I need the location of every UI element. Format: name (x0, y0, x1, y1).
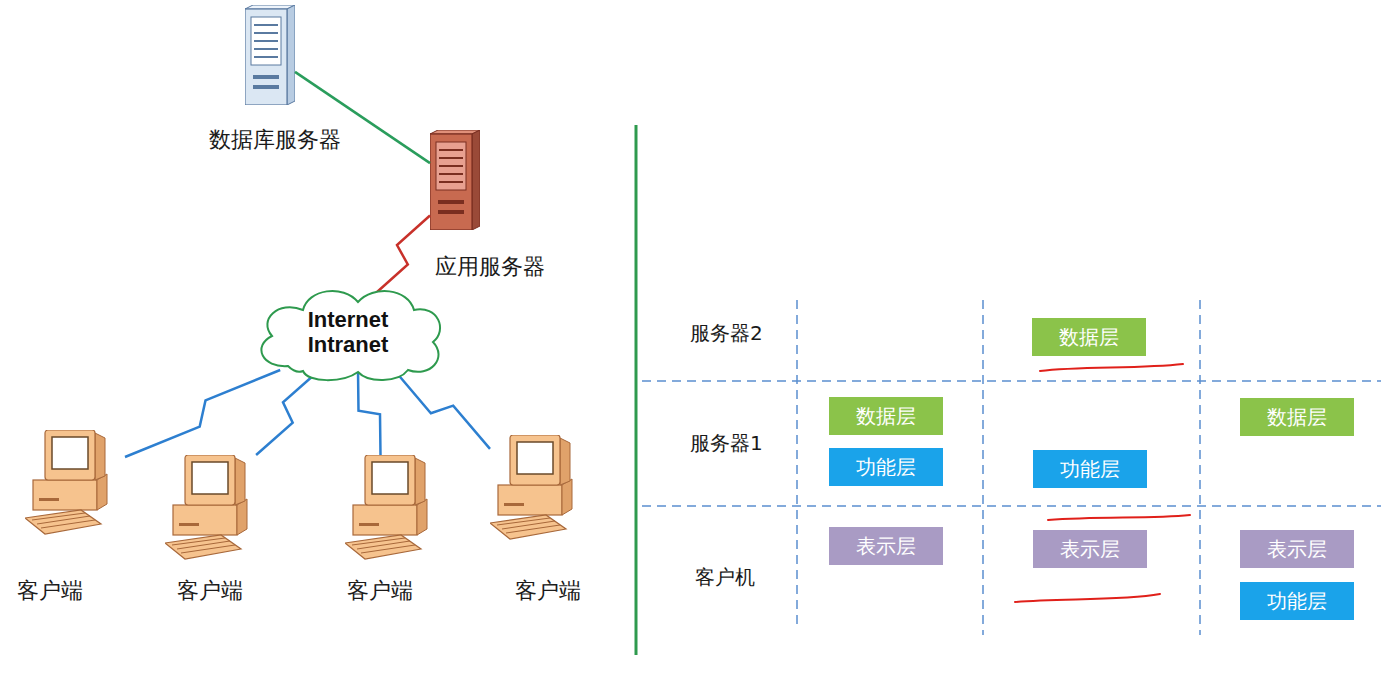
row-label: 客户机 (695, 564, 755, 591)
network-link (125, 370, 280, 457)
layer-box: 数据层 (1240, 398, 1354, 436)
node-text: Internet Intranet (293, 307, 403, 358)
node-text: 表示层 (1267, 536, 1327, 563)
icon-area (490, 435, 590, 545)
network-link (375, 216, 430, 295)
layer-box: 表示层 (829, 527, 943, 565)
layer-box: 数据层 (829, 397, 943, 435)
node-text: 功能层 (856, 454, 916, 481)
layer-box: 功能层 (829, 448, 943, 486)
node-text: 功能层 (1267, 588, 1327, 615)
node-text: 数据库服务器 (209, 127, 341, 153)
network-link (394, 370, 490, 449)
row-label: 服务器2 (690, 320, 763, 347)
layer-box: 功能层 (1033, 450, 1147, 488)
network-link (256, 370, 320, 455)
layer-box: 功能层 (1240, 582, 1354, 620)
icon-area (165, 455, 265, 565)
layer-box: 表示层 (1240, 530, 1354, 568)
network-link (358, 370, 381, 455)
node-text: 客户端 (347, 578, 413, 604)
node-text: 客户端 (177, 578, 243, 604)
node-text: 客户端 (515, 578, 581, 604)
node-text: 功能层 (1060, 456, 1120, 483)
client-pc: 客户端 (315, 450, 445, 604)
node-text: 应用服务器 (435, 254, 545, 280)
node-text: 表示层 (1060, 536, 1120, 563)
icon-area (25, 430, 125, 540)
client-pc: 客户端 (483, 430, 613, 604)
node-text: 数据层 (1267, 404, 1327, 431)
icon-area (245, 5, 295, 105)
application-server: 应用服务器 (415, 128, 565, 280)
client-pc: 客户端 (0, 428, 100, 604)
row-label: 服务器1 (690, 430, 763, 457)
layer-box: 数据层 (1032, 318, 1146, 356)
node-text: 数据层 (856, 403, 916, 430)
node-text: 表示层 (856, 533, 916, 560)
icon-area (345, 455, 445, 565)
client-pc: 客户端 (145, 450, 275, 604)
icon-area (430, 130, 480, 230)
database-server: 数据库服务器 (185, 3, 365, 153)
layer-box: 表示层 (1033, 530, 1147, 568)
node-text: 客户端 (17, 578, 83, 604)
node-text: 数据层 (1059, 324, 1119, 351)
network-cloud: Internet Intranet (248, 280, 448, 384)
